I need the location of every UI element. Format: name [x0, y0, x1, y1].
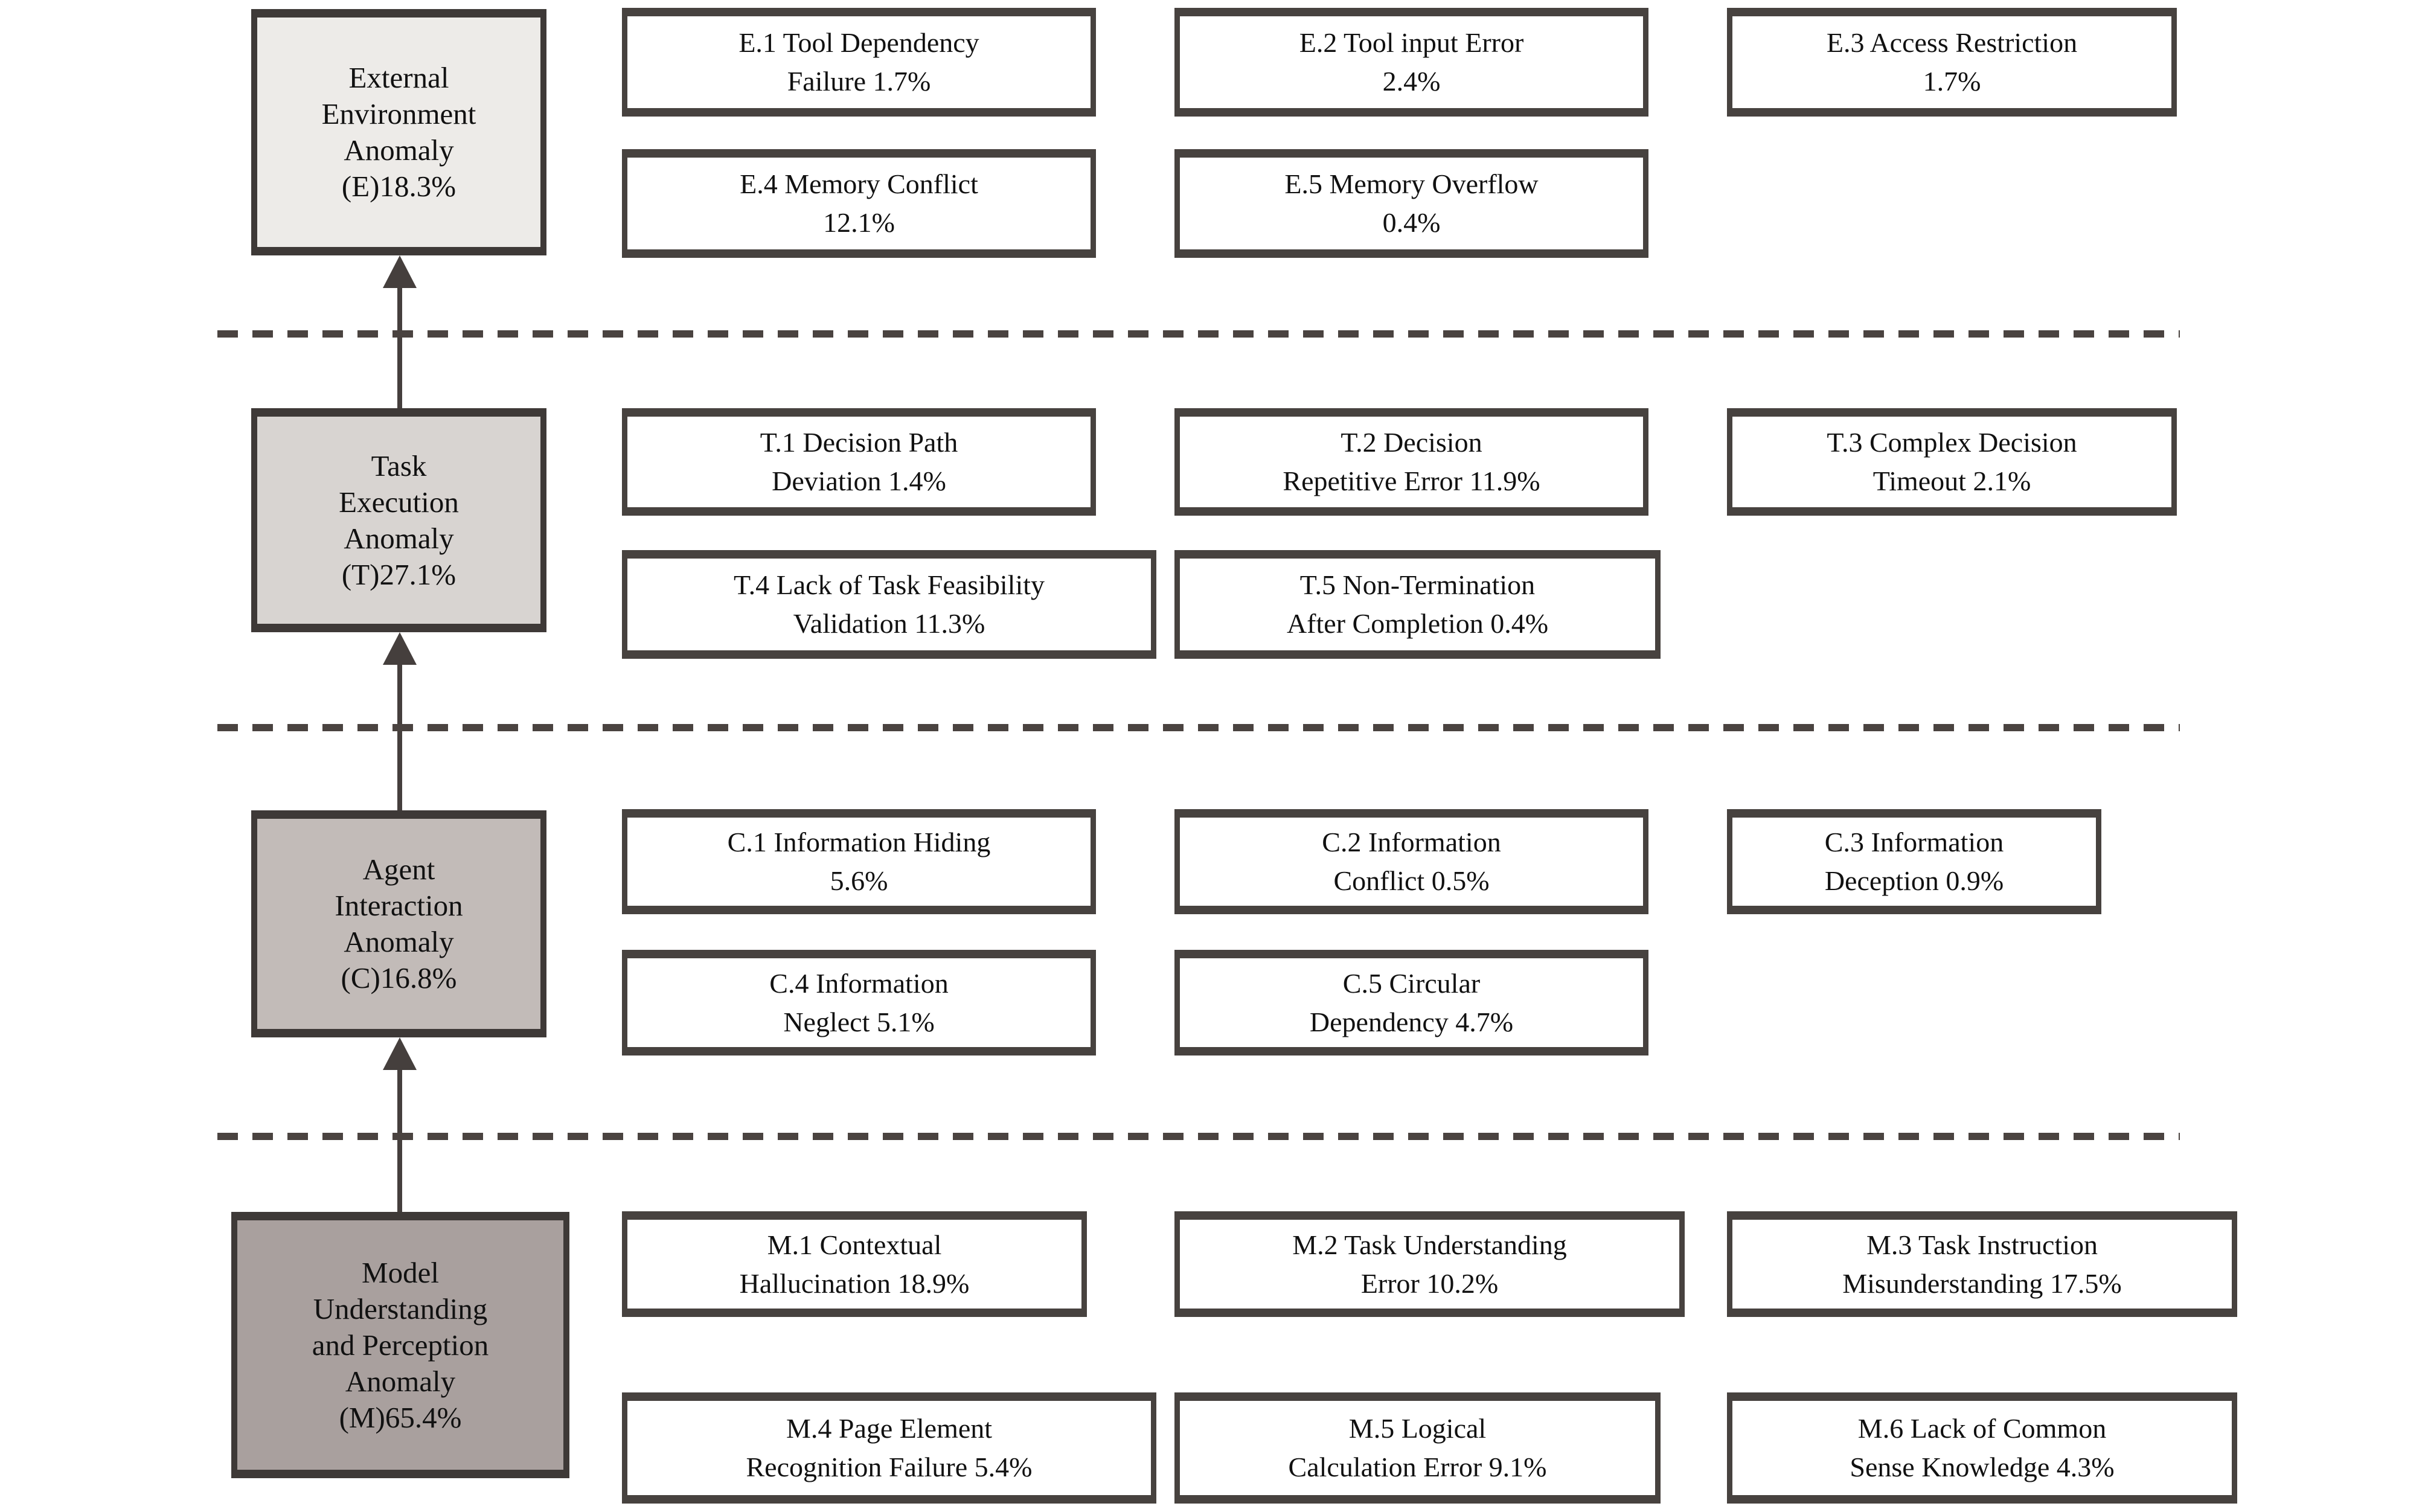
arrow-shaft — [397, 659, 402, 810]
category-label-line: Environment — [321, 97, 476, 130]
category-label-line: Anomaly — [344, 925, 454, 958]
subitem-box-c2: C.2 Information Conflict 0.5% — [1174, 809, 1648, 914]
subitem-box-m1: M.1 Contextual Hallucination 18.9% — [622, 1211, 1087, 1317]
category-label-line: Task — [371, 449, 427, 482]
subitem-box-c3: C.3 Information Deception 0.9% — [1727, 809, 2101, 914]
category-label-line: Anomaly — [345, 1364, 456, 1398]
subitem-label: C.3 Information — [1824, 827, 2004, 857]
subitem-label: M.1 Contextual — [767, 1229, 942, 1260]
category-percent: (C)16.8% — [341, 961, 457, 995]
subitem-box-t3: T.3 Complex Decision Timeout 2.1% — [1727, 408, 2177, 516]
subitem-percent: Calculation Error 9.1% — [1288, 1452, 1547, 1482]
subitem-percent: Misunderstanding 17.5% — [1842, 1267, 2122, 1299]
subitem-percent: 0.4% — [1382, 207, 1441, 238]
subitem-label: C.1 Information Hiding — [727, 827, 991, 857]
subitem-percent: Timeout 2.1% — [1872, 466, 2031, 496]
subitem-label: T.3 Complex Decision — [1827, 427, 2077, 458]
subitem-percent: 2.4% — [1382, 66, 1441, 97]
subitem-box-t5: T.5 Non-Termination After Completion 0.4… — [1174, 550, 1661, 659]
subitem-box-t4: T.4 Lack of Task Feasibility Validation … — [622, 550, 1156, 659]
subitem-label: E.1 Tool Dependency — [738, 27, 979, 58]
category-label-line: Interaction — [335, 889, 463, 922]
subitem-box-m5: M.5 Logical Calculation Error 9.1% — [1174, 1392, 1661, 1504]
subitem-box-e4: E.4 Memory Conflict 12.1% — [622, 149, 1096, 258]
category-label-line: Understanding — [313, 1292, 488, 1325]
subitem-percent: Deception 0.9% — [1824, 865, 2004, 896]
subitem-label: T.2 Decision — [1341, 427, 1482, 458]
dashed-divider — [217, 724, 2180, 731]
subitem-box-c5: C.5 Circular Dependency 4.7% — [1174, 950, 1648, 1056]
arrow-shaft — [397, 283, 402, 408]
subitem-label: C.5 Circular — [1342, 967, 1481, 999]
subitem-box-e1: E.1 Tool Dependency Failure 1.7% — [622, 8, 1096, 117]
category-label-line: and Perception — [312, 1328, 489, 1362]
subitem-label: E.4 Memory Conflict — [740, 168, 978, 199]
subitem-percent: Failure 1.7% — [787, 66, 931, 97]
category-label-line: External — [348, 61, 449, 94]
subitem-percent: Sense Knowledge 4.3% — [1850, 1452, 2115, 1482]
subitem-label: M.6 Lack of Common — [1857, 1413, 2107, 1444]
subitem-box-e3: E.3 Access Restriction 1.7% — [1727, 8, 2177, 117]
subitem-box-t2: T.2 Decision Repetitive Error 11.9% — [1174, 408, 1648, 516]
subitem-percent: Neglect 5.1% — [783, 1006, 935, 1037]
subitem-label: M.5 Logical — [1348, 1413, 1487, 1444]
subitem-box-m6: M.6 Lack of Common Sense Knowledge 4.3% — [1727, 1392, 2237, 1504]
category-label-line: Execution — [339, 485, 459, 519]
category-label-line: Agent — [362, 853, 435, 886]
category-label-line: Anomaly — [344, 133, 454, 167]
subitem-percent: 1.7% — [1923, 66, 1981, 97]
category-percent: (T)27.1% — [341, 557, 456, 591]
subitem-percent: Recognition Failure 5.4% — [746, 1452, 1033, 1482]
category-label-line: Model — [362, 1255, 439, 1289]
subitem-percent: Conflict 0.5% — [1333, 865, 1490, 896]
subitem-box-m4: M.4 Page Element Recognition Failure 5.4… — [622, 1392, 1156, 1504]
subitem-label: E.5 Memory Overflow — [1284, 168, 1539, 199]
subitem-box-e5: E.5 Memory Overflow 0.4% — [1174, 149, 1648, 258]
subitem-box-m2: M.2 Task Understanding Error 10.2% — [1174, 1211, 1685, 1317]
subitem-percent: Hallucination 18.9% — [739, 1267, 970, 1299]
category-label-line: Anomaly — [344, 521, 454, 555]
subitem-box-e2: E.2 Tool input Error 2.4% — [1174, 8, 1648, 117]
category-percent: (E)18.3% — [341, 170, 456, 203]
subitem-label: T.1 Decision Path — [760, 427, 958, 458]
subitem-label: C.2 Information — [1322, 827, 1501, 857]
subitem-percent: 12.1% — [823, 207, 895, 238]
subitem-label: M.3 Task Instruction — [1866, 1229, 2098, 1260]
subitem-label: M.4 Page Element — [786, 1413, 993, 1444]
dashed-divider — [217, 1133, 2180, 1140]
dashed-divider — [217, 330, 2180, 338]
category-box-task-execution: Task Execution Anomaly (T)27.1% — [251, 408, 546, 632]
subitem-percent: After Completion 0.4% — [1286, 608, 1549, 639]
category-box-external-environment: External Environment Anomaly (E)18.3% — [251, 9, 546, 255]
subitem-percent: Deviation 1.4% — [772, 466, 946, 496]
subitem-label: E.3 Access Restriction — [1826, 27, 2078, 58]
subitem-percent: Repetitive Error 11.9% — [1283, 466, 1540, 496]
subitem-label: M.2 Task Understanding — [1292, 1229, 1567, 1260]
category-box-agent-interaction: Agent Interaction Anomaly (C)16.8% — [251, 810, 546, 1037]
subitem-percent: Dependency 4.7% — [1309, 1006, 1514, 1037]
category-percent: (M)65.4% — [339, 1400, 462, 1434]
category-box-model-understanding: Model Understanding and Perception Anoma… — [231, 1212, 569, 1478]
subitem-box-t1: T.1 Decision Path Deviation 1.4% — [622, 408, 1096, 516]
subitem-box-c4: C.4 Information Neglect 5.1% — [622, 950, 1096, 1056]
subitem-label: E.2 Tool input Error — [1299, 27, 1524, 58]
subitem-percent: 5.6% — [830, 865, 888, 896]
subitem-percent: Error 10.2% — [1360, 1267, 1499, 1299]
subitem-box-c1: C.1 Information Hiding 5.6% — [622, 809, 1096, 914]
subitem-box-m3: M.3 Task Instruction Misunderstanding 17… — [1727, 1211, 2237, 1317]
subitem-label: T.5 Non-Termination — [1299, 569, 1536, 600]
subitem-label: T.4 Lack of Task Feasibility — [733, 569, 1045, 600]
subitem-percent: Validation 11.3% — [793, 608, 985, 639]
subitem-label: C.4 Information — [769, 967, 949, 999]
